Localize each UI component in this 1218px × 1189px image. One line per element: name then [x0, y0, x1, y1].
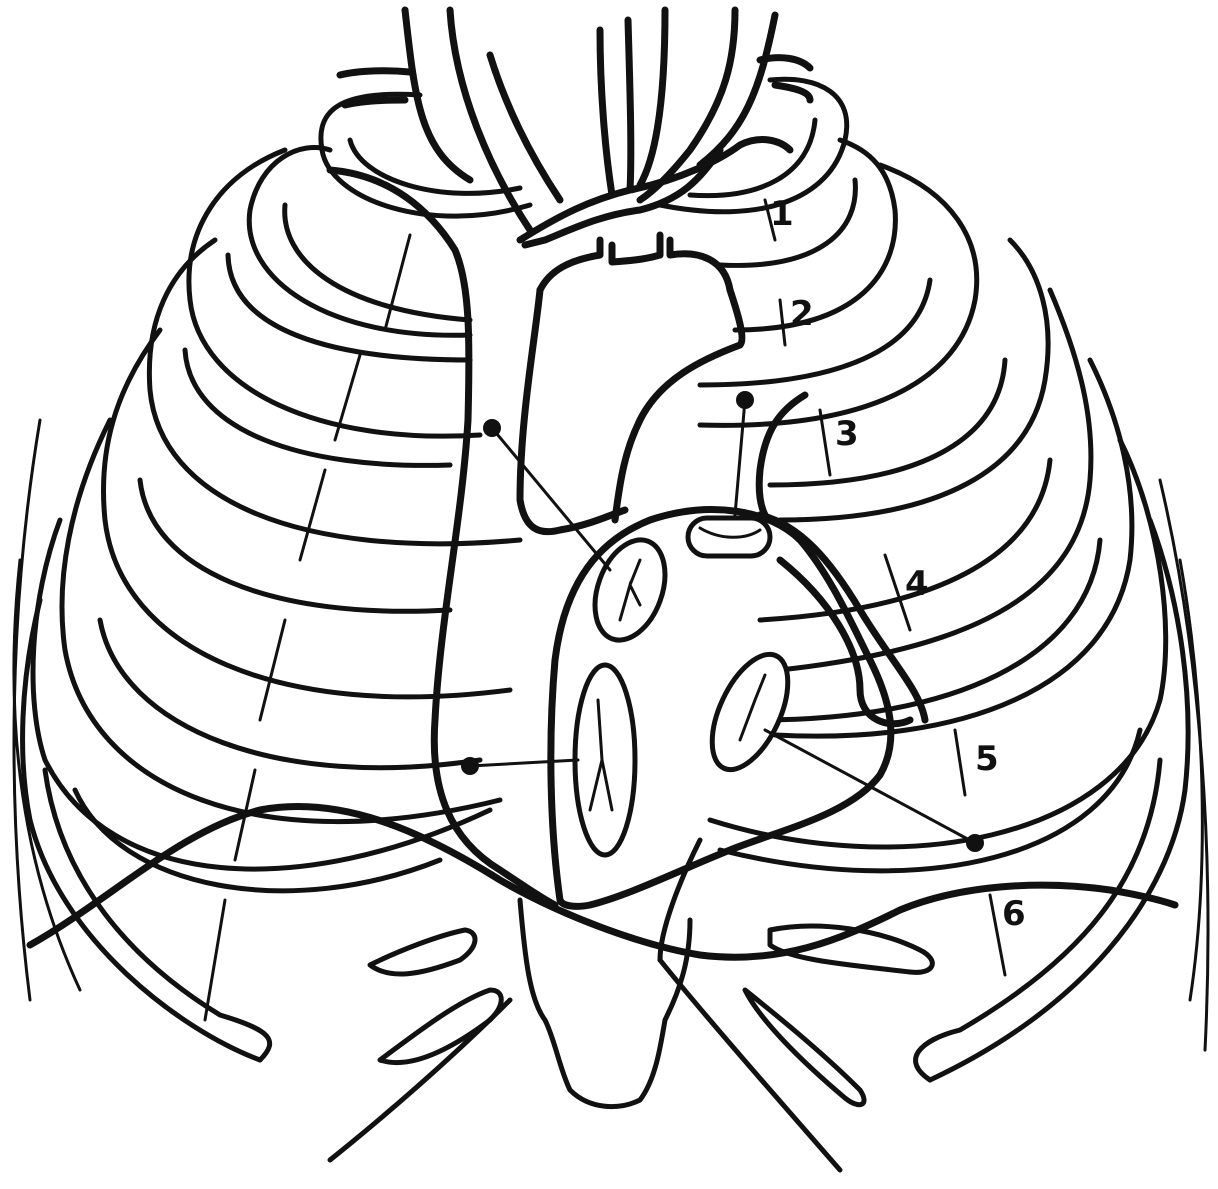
right-cartilage-line-5: [955, 730, 965, 795]
tricuspid-valve: [575, 665, 635, 855]
left-cartilage-line-4: [260, 620, 285, 720]
rib-label-6: 6: [1002, 894, 1026, 934]
pulmonary-point-dot: [736, 391, 754, 409]
left-pulmonary-artery: [759, 395, 805, 515]
aortic-point-dot: [483, 419, 501, 437]
rib-label-3: 3: [835, 414, 859, 454]
right-rib-4: [780, 240, 1048, 520]
trachea-mid-1: [600, 30, 612, 195]
right-costal-cartilage-2: [745, 990, 864, 1105]
right-cartilage-line-3: [820, 410, 830, 475]
right-clavicle-stub-2: [775, 85, 810, 100]
left-carotid-outer: [405, 10, 470, 180]
left-rib-5-inner: [140, 480, 450, 611]
tricuspid-point-dot: [461, 757, 479, 775]
pulmonary-trunk-right: [615, 290, 742, 520]
mitral-point-dot: [966, 834, 984, 852]
rib-label-1: 1: [770, 194, 794, 234]
right-cartilage-line-2: [780, 300, 785, 345]
right-rib-6-inner: [760, 540, 1100, 720]
right-rib-8: [930, 520, 1188, 1080]
right-ribs: [660, 79, 1208, 1080]
pulmonary-point-line: [735, 400, 745, 515]
left-cartilage-line-3: [300, 470, 325, 560]
right-clavicle-stub: [760, 58, 810, 68]
left-costal-cartilage-1: [370, 930, 475, 974]
left-cartilage-line-6: [205, 900, 225, 1020]
tricuspid-point-line: [470, 760, 578, 766]
left-clavicle-stub: [340, 71, 410, 75]
auscultation-points: [461, 391, 984, 852]
left-costal-cartilage-3: [330, 1000, 510, 1160]
trachea-mid-2: [628, 20, 631, 190]
left-rib-1: [321, 94, 530, 216]
rib-label-2: 2: [790, 294, 814, 334]
pulmonary-trunk-top: [540, 235, 730, 290]
right-outer-line-1: [1180, 560, 1202, 1000]
right-rib-8-tip: [916, 760, 1160, 1080]
left-clavicle-stub-2: [345, 100, 405, 105]
aortic-point-line: [492, 428, 610, 570]
trachea-mid-3: [640, 10, 665, 185]
right-rib-2: [735, 140, 895, 330]
left-rib-3-inner: [228, 255, 470, 360]
right-lower-arch: [660, 840, 700, 960]
left-rib-6-inner: [100, 620, 480, 768]
left-cartilage-line-1: [385, 235, 410, 330]
left-rib-5: [103, 330, 510, 697]
rib-label-5: 5: [975, 739, 999, 779]
right-rib-7: [710, 440, 1166, 847]
pulmonary-trunk-left: [520, 290, 625, 532]
rib-label-4: 4: [905, 564, 929, 604]
